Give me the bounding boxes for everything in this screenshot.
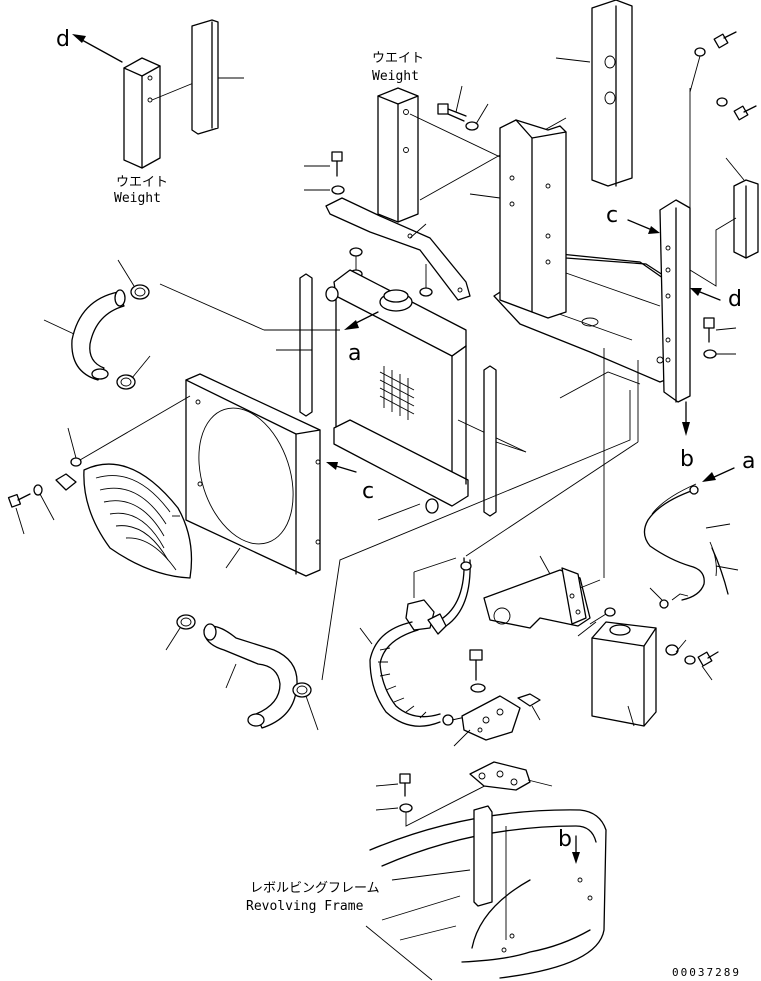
- hose-clamp-upper-1: [117, 259, 150, 300]
- ref-letter-d-right: d: [728, 287, 742, 312]
- frame-label-jp: レボルビングフレーム: [250, 881, 380, 896]
- revolving-frame: [365, 805, 607, 981]
- radiator: [325, 269, 527, 514]
- overflow-hose-right: [643, 483, 739, 609]
- ref-letter-a-left: a: [348, 341, 361, 366]
- ref-arrow-a-left: a: [344, 311, 379, 366]
- fan-guard: [83, 463, 193, 579]
- ref-letter-c-upper: c: [606, 203, 618, 228]
- tank-bolt: [665, 639, 719, 681]
- tank-bracket: [483, 555, 601, 629]
- fan-guard-bolt: [7, 395, 191, 535]
- bolt-right-1: [689, 31, 737, 93]
- frame-mount-plate: [469, 761, 553, 791]
- bolt-center-left: [304, 151, 345, 195]
- hose-clamp-lower-1: [165, 614, 196, 651]
- bracket-column: [469, 119, 567, 319]
- radiator-core-grid: [379, 366, 415, 420]
- ref-letter-d: d: [56, 27, 70, 52]
- weight-block-left: [123, 57, 197, 169]
- bolt-center-top: [437, 85, 467, 122]
- side-bracket-right: b: [659, 199, 694, 472]
- ref-arrow-c-lower: c: [326, 462, 374, 504]
- weight-block-center: [377, 87, 419, 223]
- radiator-cap: [379, 289, 413, 312]
- seal-strip-left: [276, 273, 313, 417]
- frame-label-en: Revolving Frame: [246, 899, 364, 914]
- upper-hose: [43, 289, 126, 381]
- seal-strip-right: [483, 365, 527, 517]
- ref-letter-b-lower: b: [558, 827, 572, 852]
- mount-bracket-center: [325, 197, 471, 301]
- ref-arrow-a-right: a: [702, 449, 755, 482]
- hose-clamp-upper-2: [116, 355, 151, 390]
- weight-label-en-left: Weight: [114, 191, 161, 206]
- reserve-tank: [591, 621, 657, 727]
- weight-label-jp-left: ウエイト: [116, 175, 168, 190]
- ref-letter-c-lower: c: [362, 479, 374, 504]
- weight-label-jp-center: ウエイト: [372, 51, 424, 66]
- ref-letter-a-right: a: [742, 449, 755, 474]
- ref-arrow-d-right: d: [690, 287, 742, 312]
- bolt-right-3: [703, 317, 737, 359]
- weight-plate-left: [191, 19, 244, 135]
- weight-plate-right: [555, 0, 633, 187]
- weight-label-en-center: Weight: [372, 69, 419, 84]
- ref-letter-b-right: b: [680, 447, 694, 472]
- fan-shroud: [185, 373, 321, 577]
- part-number: 00037289: [672, 966, 741, 979]
- drain-hose: [359, 557, 472, 727]
- frame-bolt: [375, 769, 517, 827]
- bolt-right-2: [716, 97, 757, 121]
- mount-rubber: [349, 247, 433, 325]
- ref-arrow-c-upper: c: [606, 203, 660, 234]
- ref-arrow-b-lower: b: [558, 827, 580, 864]
- weight-small-right: [725, 157, 759, 259]
- lower-hose: [203, 623, 298, 729]
- ref-arrow-d-topleft: d: [56, 27, 123, 63]
- hose-clamp-lower-2: [292, 682, 319, 731]
- drain-bracket: [453, 649, 541, 747]
- washer-center-top: [465, 103, 489, 131]
